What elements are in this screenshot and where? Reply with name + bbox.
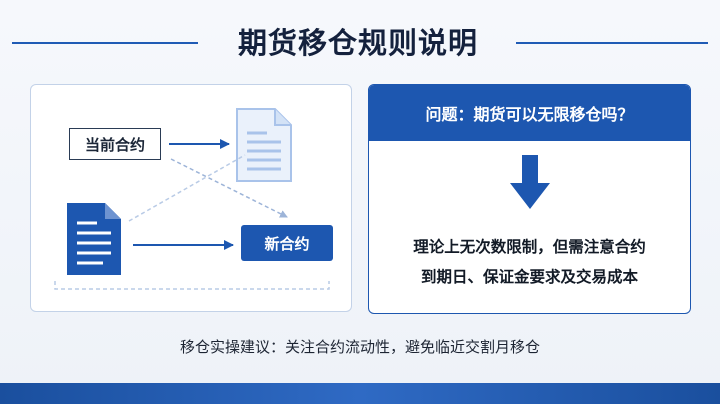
question-answer-panel: 问题：期货可以无限移仓吗？ 理论上无次数限制，但需注意合约 到期日、保证金要求及… <box>368 84 691 314</box>
footer-band <box>0 383 720 404</box>
answer-line-1: 理论上无次数限制，但需注意合约 <box>413 238 646 256</box>
current-contract-box: 当前合约 <box>69 128 161 160</box>
dashed-cross-arrow-down <box>170 158 288 218</box>
arrow-down-icon <box>510 155 550 209</box>
title-divider-left <box>12 42 198 44</box>
answer-line-2: 到期日、保证金要求及交易成本 <box>420 268 638 286</box>
page-title: 期货移仓规则说明 <box>237 26 478 60</box>
document-icon-light <box>236 108 292 182</box>
rollover-diagram <box>54 108 330 290</box>
dashed-cross-line-up <box>128 154 246 222</box>
question-banner: 问题：期货可以无限移仓吗？ <box>369 85 690 141</box>
new-contract-box: 新合约 <box>241 225 333 261</box>
advice-text: 移仓实操建议：关注合约流动性，避免临近交割月移仓 <box>179 338 540 356</box>
title-divider-right <box>516 42 708 44</box>
dashed-bracket <box>54 281 330 290</box>
title-row: 期货移仓规则说明 <box>0 14 720 60</box>
document-icon-dark <box>67 203 121 275</box>
rollover-diagram-panel: 当前合约 新合约 <box>30 84 352 312</box>
